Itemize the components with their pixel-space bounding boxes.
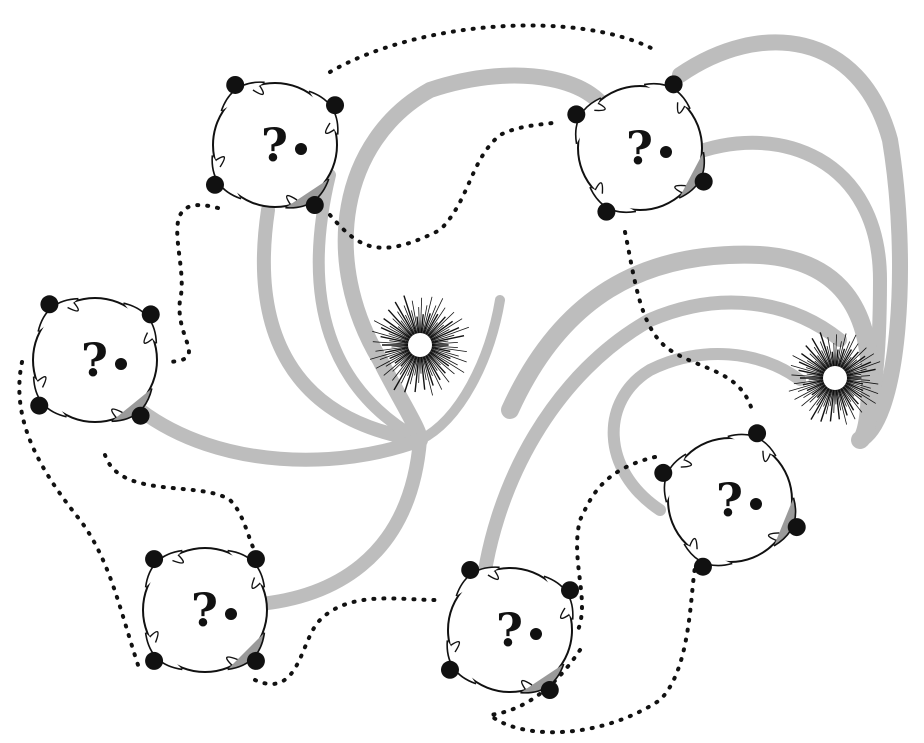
question-mark: ? — [81, 333, 108, 387]
person-head — [30, 397, 48, 415]
person-head — [247, 550, 265, 568]
person-head — [665, 75, 683, 93]
person-head — [326, 96, 344, 114]
person-head — [206, 176, 224, 194]
question-mark: ? — [496, 603, 523, 657]
person-head — [597, 203, 615, 221]
table-dot — [295, 143, 307, 155]
person-head — [694, 558, 712, 576]
table-dot — [530, 628, 542, 640]
table-dot — [660, 146, 672, 158]
person-head — [306, 196, 324, 214]
question-mark: ? — [261, 118, 288, 172]
dotted-link — [330, 25, 655, 72]
question-mark: ? — [626, 121, 653, 175]
person-head — [748, 424, 766, 442]
question-mark: ? — [716, 473, 743, 527]
person-head — [541, 681, 559, 699]
person-head — [247, 652, 265, 670]
ribbon-stream — [480, 303, 840, 610]
discussion-group-5: ? — [441, 561, 579, 699]
dotted-link — [168, 205, 218, 362]
person-head — [441, 661, 459, 679]
person-head — [145, 652, 163, 670]
person-head — [561, 581, 579, 599]
dotted-link — [330, 122, 560, 248]
person-head — [40, 295, 58, 313]
person-head — [567, 105, 585, 123]
discussion-group-3: ? — [30, 295, 159, 424]
person-head — [145, 550, 163, 568]
discussion-group-4: ? — [143, 548, 267, 672]
dotted-link — [577, 457, 655, 630]
question-mark: ? — [191, 583, 218, 637]
discussion-group-6: ? — [654, 424, 805, 575]
table-dot — [225, 608, 237, 620]
person-head — [788, 518, 806, 536]
person-head — [142, 305, 160, 323]
dotted-link — [105, 455, 258, 558]
person-head — [226, 76, 244, 94]
person-head — [654, 464, 672, 482]
person-head — [461, 561, 479, 579]
dotted-link — [255, 598, 435, 684]
table-dot — [115, 358, 127, 370]
burst-core — [408, 333, 432, 357]
person-head — [695, 173, 713, 191]
person-head — [132, 407, 150, 425]
burst-core — [823, 366, 847, 390]
table-dot — [750, 498, 762, 510]
